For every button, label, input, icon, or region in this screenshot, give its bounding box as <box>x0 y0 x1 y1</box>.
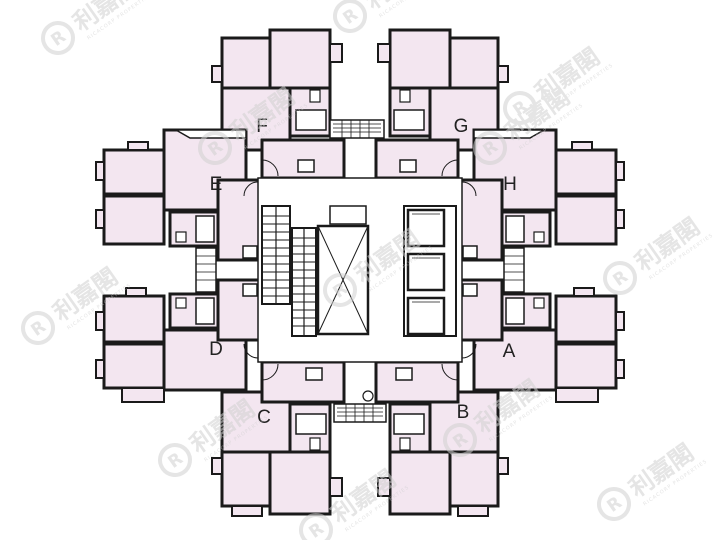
central-core <box>195 159 525 381</box>
unit-label-h: H <box>503 174 517 195</box>
corridor-bridges <box>195 247 525 293</box>
unit-e-rooms <box>95 128 264 262</box>
unit-b-rooms <box>362 360 509 517</box>
svg-text:R: R <box>609 267 631 291</box>
unit-doors <box>243 159 477 381</box>
svg-text:R: R <box>47 27 69 51</box>
unit-labels: A B C D E F G H <box>209 116 517 428</box>
svg-text:R: R <box>27 317 49 341</box>
unit-label-e: E <box>210 174 223 195</box>
unit-h-rooms <box>456 128 625 262</box>
unit-label-d: D <box>209 339 223 360</box>
watermark-logos: R 利嘉閣 RICACORP PROPERTIES R 利嘉閣 RICACORP… <box>21 0 715 540</box>
svg-text:R: R <box>164 449 186 473</box>
unit-d-rooms <box>95 278 264 403</box>
staircase-center <box>291 227 317 337</box>
unit-label-c: C <box>257 407 271 428</box>
watermark-logo: R 利嘉閣 RICACORP PROPERTIES <box>597 439 709 521</box>
unit-f-rooms <box>211 28 385 180</box>
svg-text:R: R <box>603 493 625 517</box>
staircase-left <box>261 205 291 305</box>
unit-label-b: B <box>457 402 470 423</box>
lift-shafts <box>403 205 457 337</box>
svg-text:R: R <box>339 5 361 29</box>
unit-a-rooms <box>456 278 625 403</box>
unit-label-a: A <box>503 341 516 362</box>
service-shaft <box>316 205 370 336</box>
unit-label-f: F <box>256 116 268 137</box>
unit-label-g: G <box>454 116 469 137</box>
svg-text:R: R <box>305 519 327 540</box>
unit-c-rooms <box>211 360 387 517</box>
watermark-logo: R 利嘉閣 RICACORP PROPERTIES <box>41 0 153 55</box>
